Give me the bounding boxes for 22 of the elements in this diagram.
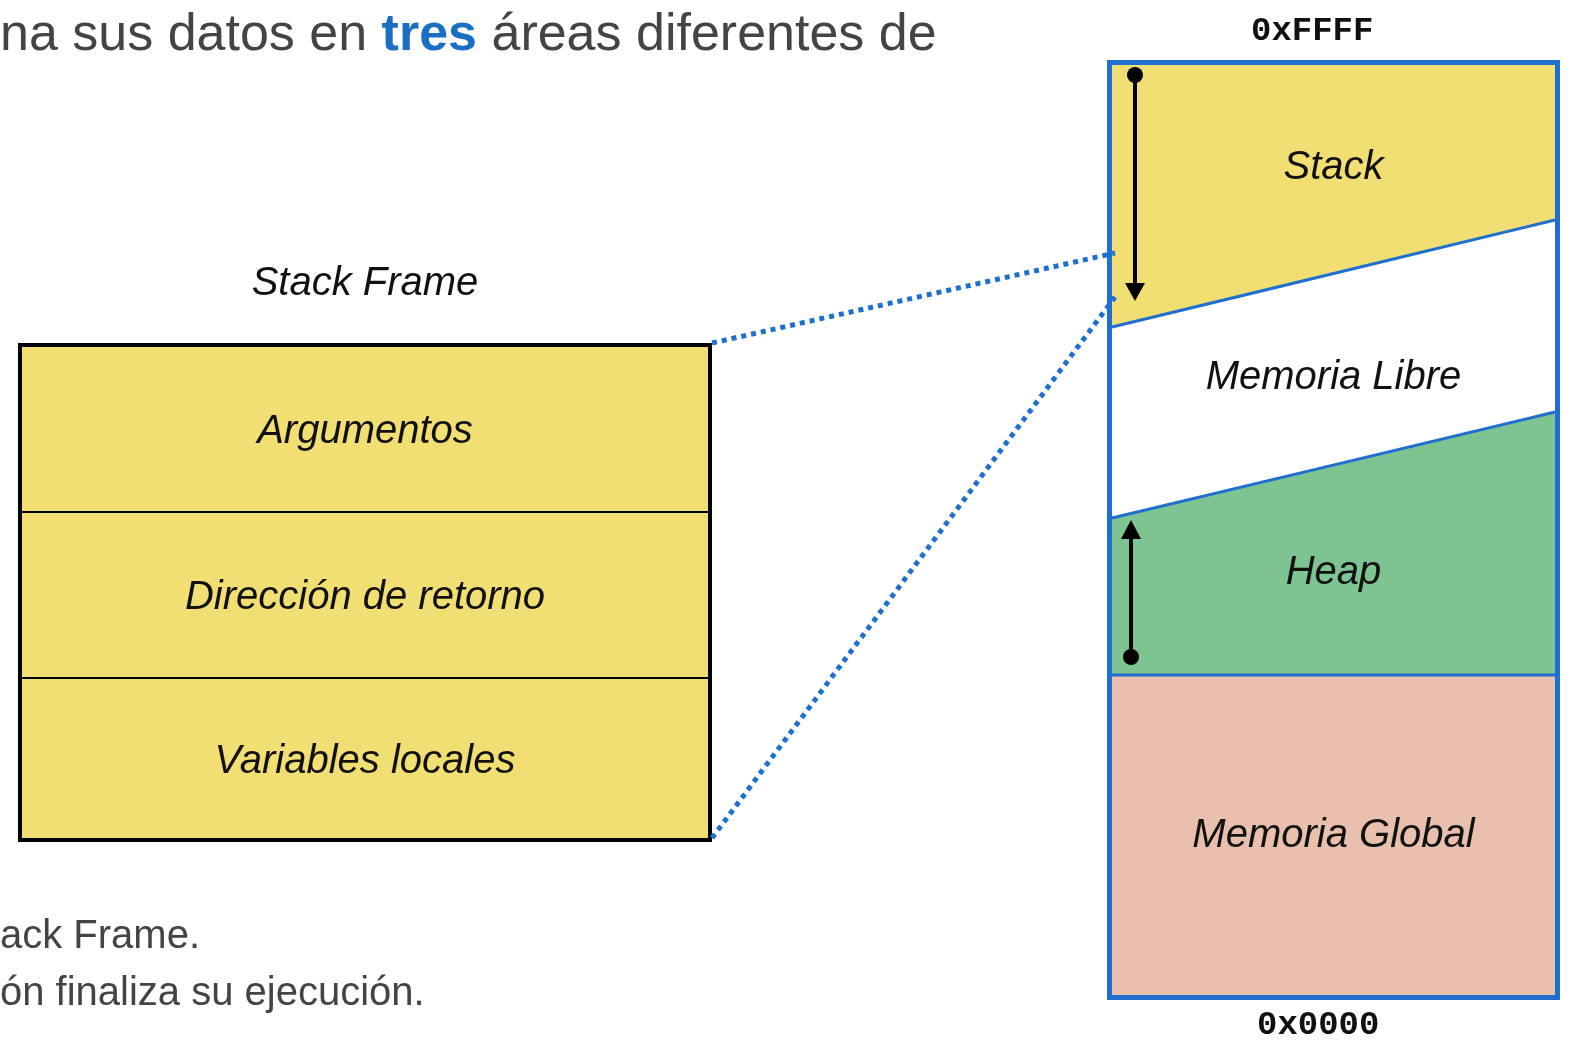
body-text: ack Frame. [0,912,201,957]
field-label: Dirección de retorno [184,572,546,618]
frame-field [22,347,708,511]
region-label: Memoria Libre [1205,352,1462,398]
stack-region [1112,65,1555,327]
body-text: ón finaliza su ejecución. [0,969,425,1014]
region-label: Stack [1283,142,1384,188]
field-label: Variables locales [214,736,516,782]
global-memory-region [1112,675,1555,995]
memory-column [1107,60,1560,1000]
stack-frame-box [18,343,712,842]
leader-line [711,250,1116,346]
frame-title: Stack Frame [250,259,480,304]
address-label: 0xFFFF [1251,12,1374,50]
address-label: 0x0000 [1257,1006,1380,1044]
region-label: Memoria Global [1192,810,1475,856]
frame-field [22,679,708,838]
body-text: na sus datos en tres áreas diferentes de [0,2,937,62]
field-label: Argumentos [257,406,473,452]
heap-region [1112,412,1555,675]
region-label: Heap [1285,547,1382,593]
frame-field [22,513,708,677]
